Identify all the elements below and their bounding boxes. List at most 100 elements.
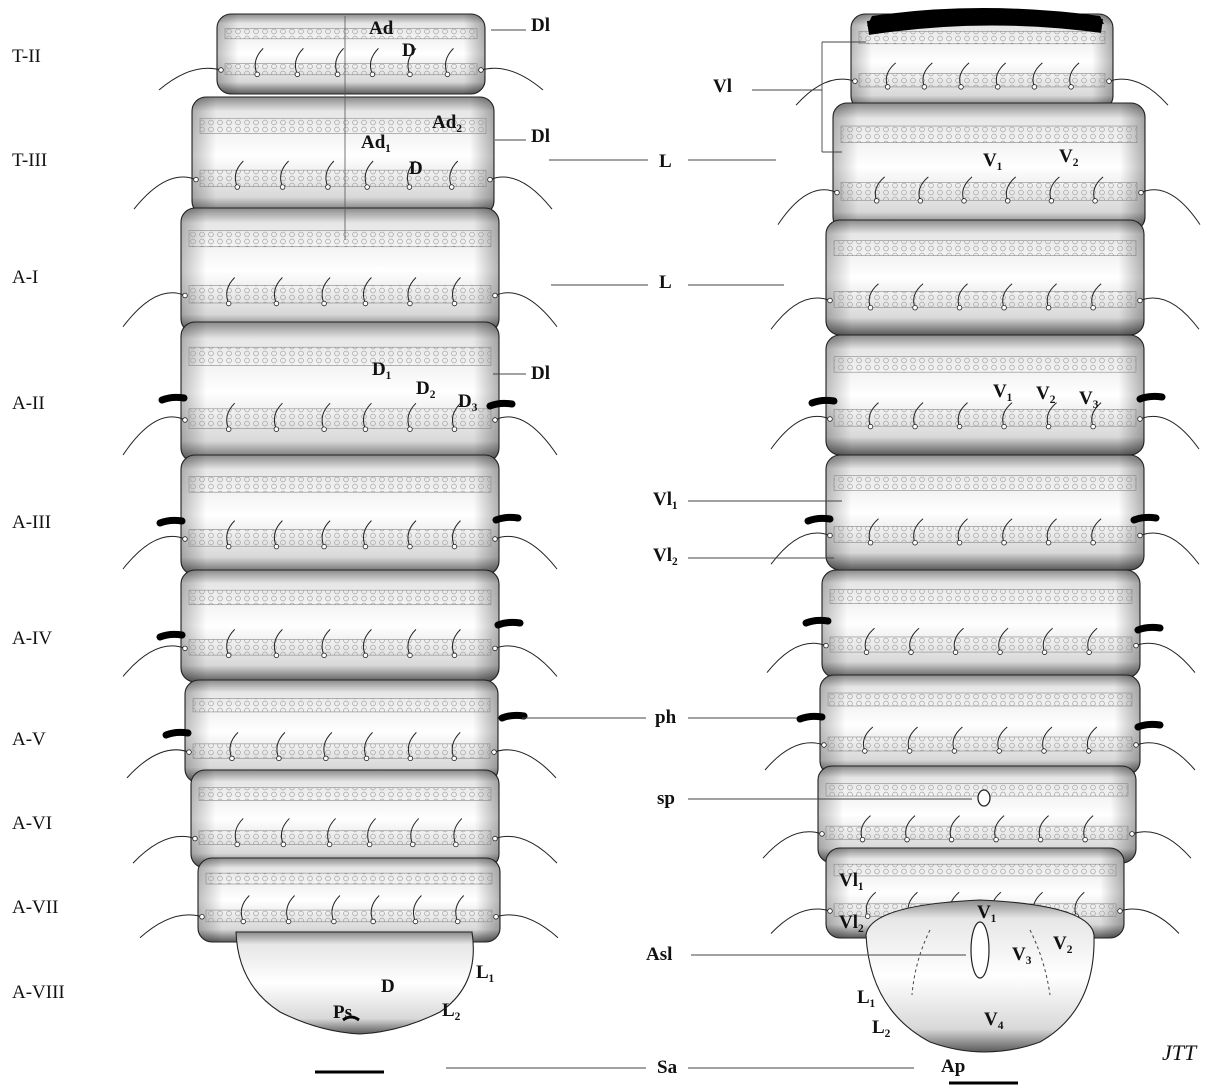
ventral-seta-4-5-socket xyxy=(1046,424,1051,429)
segment-label-a2: A-II xyxy=(12,393,45,415)
ventral-seta-6-4-socket xyxy=(998,650,1003,655)
lateral-seta-left-1-socket xyxy=(219,68,224,73)
label-l2-right: L₂ xyxy=(872,1017,890,1039)
ventral-seta-8-1-socket xyxy=(860,837,865,842)
ventral-lateral-seta-right-6 xyxy=(1136,643,1195,672)
ventral-segment-7 xyxy=(765,675,1195,775)
dorsal-seta-3-6-socket xyxy=(452,301,457,306)
segment-label-a1: A-I xyxy=(12,267,38,289)
dorsal-segment-5-shade xyxy=(181,455,499,575)
dorsal-segment-8-shade xyxy=(191,770,499,868)
dorsal-spiracle-left-3 xyxy=(160,634,182,637)
ventral-spiracle-left-3 xyxy=(806,620,828,623)
dorsal-seta-7-1-socket xyxy=(230,756,235,761)
label-d2: D₂ xyxy=(416,378,435,400)
dorsal-segment-3-shade xyxy=(181,208,499,333)
lateral-seta-right-1 xyxy=(481,68,543,90)
label-v2-a2: V₂ xyxy=(1036,383,1055,405)
dorsal-seta-6-5-socket xyxy=(408,653,413,658)
ventral-segment-1-band-lower xyxy=(859,74,1105,87)
dorsal-spiracle-left-2 xyxy=(160,520,182,523)
lateral-seta-right-9 xyxy=(496,915,558,938)
ventral-seta-8-3-socket xyxy=(949,837,954,842)
dorsal-seta-2-5-socket xyxy=(407,185,412,190)
label-ad: Ad xyxy=(369,18,393,40)
ventral-seta-8-2-socket xyxy=(905,837,910,842)
ventral-segment-4-band-upper xyxy=(834,357,1136,373)
ventral-lateral-seta-left-7 xyxy=(765,743,824,770)
ventral-seta-6-2-socket xyxy=(909,650,914,655)
ventral-spiracle-right-2 xyxy=(1134,517,1156,520)
ventral-seta-1-4-socket xyxy=(995,85,1000,90)
ventral-segment-6 xyxy=(767,570,1195,678)
ventral-lateral-seta-right-7 xyxy=(1136,743,1195,770)
dorsal-segment-4 xyxy=(123,322,557,462)
dorsal-seta-7-6-socket xyxy=(452,756,457,761)
ventral-seta-9-1-socket xyxy=(865,914,870,919)
ventral-seta-5-2-socket xyxy=(913,540,918,545)
label-l-t3: L xyxy=(659,151,672,173)
ventral-seta-5-3-socket xyxy=(957,540,962,545)
ventral-lateral-seta-left-9-socket xyxy=(828,909,833,914)
ventral-segment-9-band-upper xyxy=(834,864,1116,876)
dorsal-segment-7-band-upper xyxy=(193,699,490,712)
segment-label-a6: A-VI xyxy=(12,813,52,835)
dorsal-seta-2-1-socket xyxy=(235,185,240,190)
label-v2-a8: V₂ xyxy=(1053,933,1072,955)
lateral-seta-right-9-socket xyxy=(494,915,499,920)
ventral-seta-4-1-socket xyxy=(868,424,873,429)
lateral-seta-left-3 xyxy=(123,293,185,327)
ventral-lateral-seta-right-2-socket xyxy=(1139,190,1144,195)
ventral-seta-2-6-socket xyxy=(1093,199,1098,204)
dorsal-seta-9-6-socket xyxy=(455,919,460,924)
dorsal-seta-5-2-socket xyxy=(274,544,279,549)
dorsal-seta-2-2-socket xyxy=(280,185,285,190)
label-sa: Sa xyxy=(657,1057,677,1079)
dorsal-seta-8-1-socket xyxy=(235,842,240,847)
ventral-lateral-seta-left-4 xyxy=(771,416,830,449)
dorsal-segment-6-band-upper xyxy=(189,590,491,605)
ventral-seta-2-3-socket xyxy=(962,199,967,204)
dorsal-segment-3-band-upper xyxy=(189,231,491,247)
dorsal-seta-1-3-socket xyxy=(335,72,340,77)
ventral-seta-8-6-socket xyxy=(1083,837,1088,842)
dorsal-spiracle-left-4 xyxy=(166,732,188,735)
spiracle-sp xyxy=(978,790,990,806)
ventral-seta-2-4-socket xyxy=(1005,199,1010,204)
label-v2-t3: V₂ xyxy=(1059,146,1078,168)
dorsal-seta-6-3-socket xyxy=(322,653,327,658)
ventral-seta-5-5-socket xyxy=(1046,540,1051,545)
ventral-seta-1-2-socket xyxy=(922,85,927,90)
ventral-seta-6-3-socket xyxy=(953,650,958,655)
dorsal-seta-3-5-socket xyxy=(408,301,413,306)
dorsal-seta-7-5-socket xyxy=(408,756,413,761)
ventral-seta-6-5-socket xyxy=(1042,650,1047,655)
label-v1-a2: V₁ xyxy=(993,381,1012,403)
ventral-lateral-seta-left-8 xyxy=(763,832,822,858)
dorsal-seta-9-2-socket xyxy=(286,919,291,924)
ventral-seta-1-3-socket xyxy=(959,85,964,90)
lateral-seta-right-2-socket xyxy=(488,177,493,182)
segment-label-a8: A-VIII xyxy=(12,982,65,1004)
ventral-seta-4-6-socket xyxy=(1091,424,1096,429)
ventral-seta-2-5-socket xyxy=(1049,199,1054,204)
dorsal-seta-8-4-socket xyxy=(367,842,372,847)
lateral-seta-left-2 xyxy=(134,177,196,209)
dorsal-segment-4-band-upper xyxy=(189,347,491,365)
dorsal-view xyxy=(123,14,558,1072)
lateral-seta-right-8 xyxy=(495,836,557,863)
dorsal-segment-8-band-lower xyxy=(199,831,491,845)
dorsal-seta-3-3-socket xyxy=(322,301,327,306)
dorsal-seta-5-3-socket xyxy=(322,544,327,549)
label-ad2: Ad₂ xyxy=(432,112,462,134)
ventral-segment-2-band-lower xyxy=(841,182,1137,200)
label-d-t3: D xyxy=(409,158,423,180)
ventral-segment-3-shade xyxy=(826,220,1144,335)
dorsal-seta-9-1-socket xyxy=(241,919,246,924)
ventral-seta-3-2-socket xyxy=(913,305,918,310)
artist-signature: JTT xyxy=(1162,1040,1196,1066)
ventral-seta-2-1-socket xyxy=(874,199,879,204)
lateral-seta-left-6 xyxy=(123,646,185,676)
ventral-spiracle-right-1 xyxy=(1140,396,1162,399)
ventral-segment-5-band-upper xyxy=(834,476,1136,491)
